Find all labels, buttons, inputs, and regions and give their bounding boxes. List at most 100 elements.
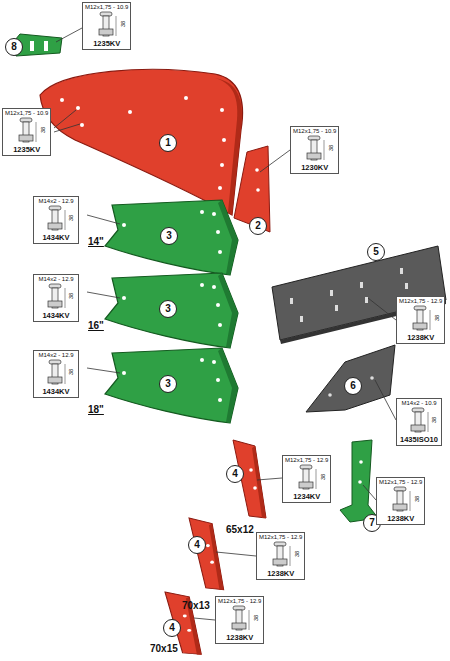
- bolt-area: 38: [36, 205, 76, 233]
- bolt-box: M12x1,75 - 10.9 38 1230KV: [290, 126, 339, 174]
- bolt-box: M14x2 - 12.9 38 1434KV: [33, 274, 79, 322]
- part-code: 1238KV: [218, 633, 261, 642]
- bolt-box: M12x1,75 - 12.9 38 1238KV: [396, 296, 445, 344]
- dimension: 38: [253, 615, 259, 621]
- bolt-box: M14x2 - 12.9 38 1434KV: [33, 350, 79, 398]
- dimension: 38: [434, 315, 440, 321]
- bolt-area: 38: [218, 605, 261, 633]
- bolt-box: M12x1,75 - 12.9 38 1238KV: [256, 532, 305, 580]
- bolt-spec: M14x2 - 10.9: [399, 400, 439, 407]
- size-label: 18": [88, 404, 104, 415]
- bolt-spec: M12x1,75 - 12.9: [399, 298, 442, 305]
- callout-number: 4: [232, 469, 238, 479]
- bolt-spec: M12x1,75 - 12.9: [379, 479, 422, 486]
- part-code: 1235KV: [85, 39, 128, 48]
- part-code: 1434KV: [36, 311, 76, 320]
- bolt-area: 38: [399, 407, 439, 435]
- bolt-area: 38: [293, 135, 336, 163]
- bolt-area: 38: [5, 117, 48, 145]
- dimension: 38: [68, 215, 74, 221]
- callout-circle: 3: [160, 227, 178, 245]
- callout-circle: 5: [367, 243, 385, 261]
- bolt-spec: M14x2 - 12.9: [36, 198, 76, 205]
- bolt-icon: [407, 407, 431, 435]
- bolt-spec: M12x1,75 - 10.9: [5, 110, 48, 117]
- callout-number: 5: [373, 247, 379, 257]
- callout-number: 3: [166, 231, 172, 241]
- size-label: 65x12: [226, 524, 254, 535]
- dimension: 38: [120, 21, 126, 27]
- dimension: 38: [320, 474, 326, 480]
- callout-number: 1: [165, 138, 171, 148]
- callout-number: 6: [350, 381, 356, 391]
- bolt-spec: M12x1,75 - 10.9: [85, 4, 128, 11]
- dimension: 38: [40, 127, 46, 133]
- callout-circle: 8: [5, 38, 23, 56]
- dimension: 38: [68, 293, 74, 299]
- part-code: 1434KV: [36, 387, 76, 396]
- part-code: 1230KV: [293, 163, 336, 172]
- size-label: 70x13: [182, 600, 210, 611]
- bolt-icon: [44, 359, 68, 387]
- callout-number: 4: [194, 540, 200, 550]
- bolt-icon: [228, 605, 252, 633]
- part-code: 1238KV: [379, 514, 422, 523]
- bolt-box: M12x1,75 - 10.9 38 1235KV: [82, 2, 131, 50]
- bolt-icon: [269, 541, 293, 569]
- part-code: 1238KV: [399, 333, 442, 342]
- bolt-icon: [409, 305, 433, 333]
- bolt-box: M12x1,75 - 12.9 38 1238KV: [376, 477, 425, 525]
- bolt-box: M14x2 - 10.9 38 1435ISO10: [396, 398, 442, 446]
- callout-number: 4: [169, 623, 175, 633]
- callout-circle: 2: [249, 217, 267, 235]
- bolt-spec: M12x1,75 - 10.9: [293, 128, 336, 135]
- bolt-area: 38: [399, 305, 442, 333]
- bolt-spec: M14x2 - 12.9: [36, 276, 76, 283]
- bolt-box: M12x1,75 - 12.9 38 1238KV: [215, 596, 264, 644]
- bolt-area: 38: [285, 464, 328, 492]
- bolt-icon: [389, 486, 413, 514]
- callout-number: 7: [369, 518, 375, 528]
- bolt-spec: M12x1,75 - 12.9: [218, 598, 261, 605]
- bolt-box: M12x1,75 - 12.9 38 1234KV: [282, 455, 331, 503]
- bolt-area: 38: [259, 541, 302, 569]
- bolt-box: M14x2 - 12.9381434KV: [33, 196, 79, 244]
- dimension: 38: [414, 496, 420, 502]
- size-label: 70x15: [150, 643, 178, 654]
- callout-number: 2: [255, 221, 261, 231]
- bolt-icon: [295, 464, 319, 492]
- size-label: 14": [88, 236, 104, 247]
- callout-circle: 4: [188, 536, 206, 554]
- bolt-icon: [95, 11, 119, 39]
- bolt-area: 38: [85, 11, 128, 39]
- bolt-area: 38: [36, 283, 76, 311]
- callout-circle: 1: [159, 134, 177, 152]
- dimension: 38: [431, 417, 437, 423]
- callout-number: 8: [11, 42, 17, 52]
- dimension: 38: [68, 369, 74, 375]
- size-label: 16": [88, 320, 104, 331]
- part-code: 1234KV: [285, 492, 328, 501]
- bolt-icon: [15, 117, 39, 145]
- callout-circle: 3: [159, 300, 177, 318]
- bolt-area: 38: [36, 359, 76, 387]
- bolt-icon: [44, 283, 68, 311]
- callout-circle: 4: [226, 465, 244, 483]
- dimension: 38: [328, 145, 334, 151]
- bolt-spec: M12x1,75 - 12.9: [259, 534, 302, 541]
- bolt-icon: [44, 205, 68, 233]
- bolt-spec: M14x2 - 12.9: [36, 352, 76, 359]
- callout-circle: 4: [163, 619, 181, 637]
- bolt-icon: [303, 135, 327, 163]
- bolt-box: M12x1,75 - 10.9 38 1235KV: [2, 108, 51, 156]
- callout-number: 3: [165, 379, 171, 389]
- part-code: 1435ISO10: [399, 435, 439, 444]
- part-code: 1238KV: [259, 569, 302, 578]
- callout-circle: 6: [344, 377, 362, 395]
- callout-number: 3: [165, 304, 171, 314]
- callout-circle: 3: [159, 375, 177, 393]
- part-code: 1235KV: [5, 145, 48, 154]
- bolt-spec: M12x1,75 - 12.9: [285, 457, 328, 464]
- dimension: 38: [294, 551, 300, 557]
